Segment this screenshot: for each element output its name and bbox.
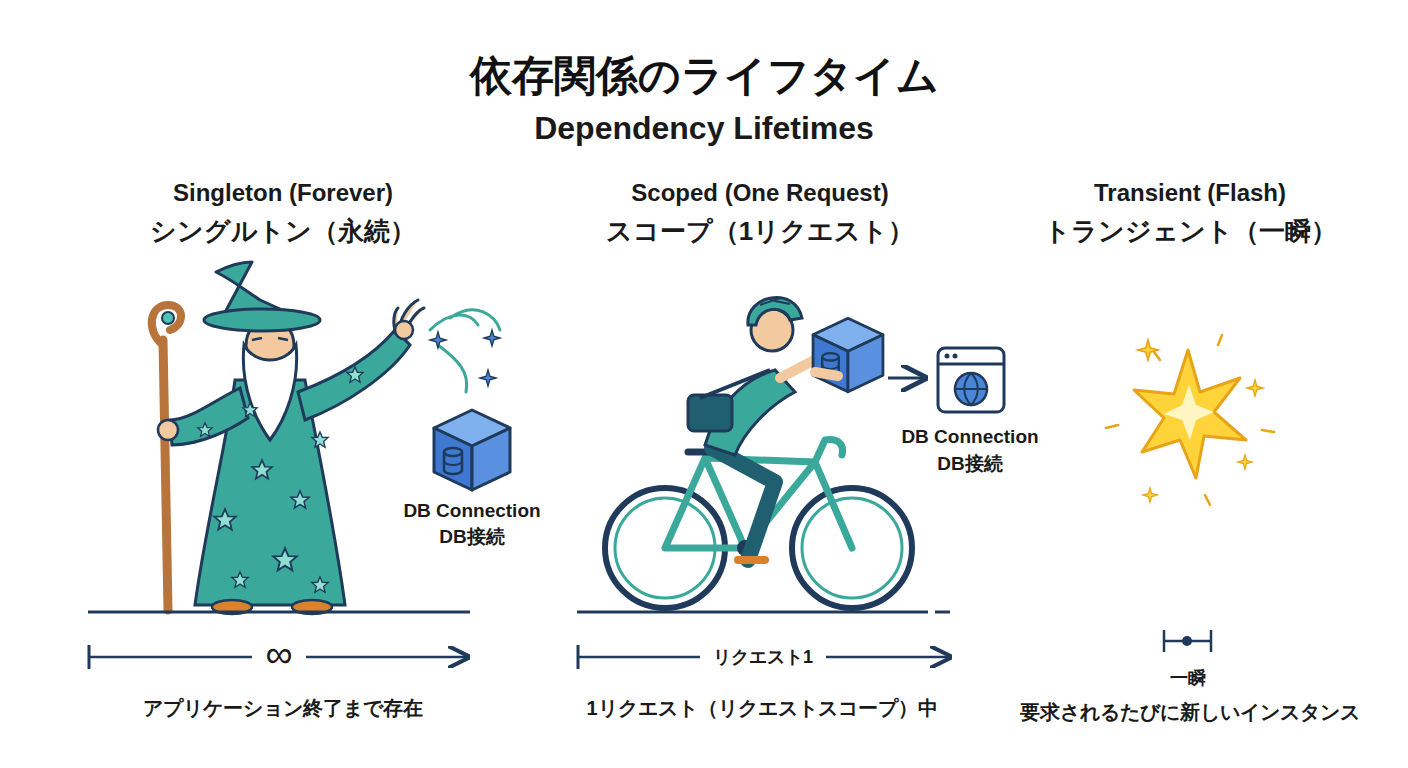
wizard-figure-part-part bbox=[252, 460, 272, 479]
column-heading: トランジェント（一瞬） bbox=[1044, 217, 1337, 247]
timeline-label: リクエスト1 bbox=[709, 647, 817, 668]
wizard-figure-part bbox=[243, 345, 296, 440]
lifetime-note: 要求されるたびに新しいインスタンス bbox=[1020, 701, 1360, 724]
flash-burst-part bbox=[1238, 455, 1252, 469]
wizard-figure bbox=[152, 262, 510, 614]
lifetime-note: 1リクエスト（リクエストスコープ）中 bbox=[586, 697, 937, 720]
wizard-figure-part bbox=[162, 312, 174, 324]
icon-label: DB Connection bbox=[403, 500, 540, 522]
wizard-figure-part-part bbox=[347, 367, 363, 382]
cyclist-figure-part bbox=[955, 373, 987, 405]
flash-burst-part bbox=[1143, 488, 1157, 502]
flash-burst-part bbox=[1164, 385, 1214, 440]
wizard-figure-part bbox=[430, 332, 446, 348]
wizard-figure-part bbox=[298, 330, 410, 420]
wizard-figure-part bbox=[480, 370, 496, 386]
cyclist-figure-part bbox=[760, 298, 790, 305]
wizard-figure-part bbox=[395, 321, 413, 339]
wizard-figure-part-part bbox=[198, 423, 212, 437]
cyclist-figure-part bbox=[938, 363, 1004, 366]
icon-label: DB接続 bbox=[937, 453, 1002, 475]
wizard-figure-part-part bbox=[312, 432, 328, 447]
timeline-brackets-part bbox=[88, 611, 470, 614]
timeline-brackets-part bbox=[1164, 630, 1211, 652]
cyclist-figure bbox=[605, 297, 1004, 608]
flash-burst-part bbox=[1106, 335, 1274, 505]
wizard-figure-part-part bbox=[291, 491, 309, 508]
cyclist-figure-part bbox=[938, 348, 1004, 412]
wizard-figure-part bbox=[204, 309, 320, 331]
column-heading: シングルトン（永続） bbox=[150, 217, 416, 247]
column-heading: スコープ（1リクエスト） bbox=[606, 217, 914, 247]
wizard-figure-part bbox=[484, 330, 500, 346]
flash-burst-part bbox=[1138, 340, 1158, 360]
cyclist-figure-part bbox=[688, 395, 732, 431]
cyclist-figure-part bbox=[748, 297, 802, 325]
cyclist-figure-part bbox=[955, 373, 987, 405]
cyclist-figure-part bbox=[712, 448, 775, 560]
flash-burst-part bbox=[1247, 380, 1263, 396]
wizard-figure-part bbox=[170, 388, 248, 445]
cyclist-figure-part bbox=[953, 354, 958, 359]
column-heading: Transient (Flash) bbox=[1094, 179, 1286, 207]
icon-label: DB Connection bbox=[901, 426, 1038, 448]
main-title: 依存関係のライフタイム bbox=[470, 52, 939, 100]
timeline-brackets-part bbox=[1182, 636, 1192, 646]
cyclist-figure-part bbox=[945, 354, 950, 359]
flash-burst bbox=[1106, 335, 1274, 505]
cyclist-figure-part bbox=[815, 372, 838, 376]
cyclist-figure-part bbox=[700, 370, 770, 398]
infinity-symbol: ∞ bbox=[261, 633, 296, 677]
wizard-figure-part-part bbox=[312, 577, 328, 592]
wizard-figure-part-part bbox=[273, 548, 296, 570]
cyclist-figure-part bbox=[738, 556, 765, 564]
subtitle: Dependency Lifetimes bbox=[534, 110, 874, 147]
wizard-figure-part bbox=[163, 340, 168, 610]
timeline-label: 一瞬 bbox=[1170, 668, 1206, 689]
wizard-figure-part bbox=[158, 420, 178, 440]
wizard-figure-part bbox=[198, 367, 363, 592]
lifetime-note: アプリケーション終了まで存在 bbox=[143, 697, 423, 720]
timeline-brackets bbox=[88, 612, 1211, 669]
wizard-figure-part-part bbox=[214, 509, 236, 529]
flash-burst-part bbox=[1134, 350, 1246, 478]
icon-label: DB接続 bbox=[439, 526, 504, 548]
wizard-figure-part bbox=[434, 410, 510, 490]
wizard-figure-part-part bbox=[232, 572, 248, 587]
wizard-figure-part bbox=[430, 310, 500, 392]
wizard-figure-part-part bbox=[243, 403, 257, 417]
timeline-brackets-part bbox=[577, 611, 950, 614]
wizard-figure-part bbox=[152, 305, 181, 345]
wizard-figure-part bbox=[252, 338, 288, 340]
cyclist-figure-part bbox=[888, 377, 925, 380]
cyclist-figure-part bbox=[813, 318, 883, 392]
column-heading: Scoped (One Request) bbox=[631, 179, 888, 207]
column-heading: Singleton (Forever) bbox=[173, 179, 393, 207]
